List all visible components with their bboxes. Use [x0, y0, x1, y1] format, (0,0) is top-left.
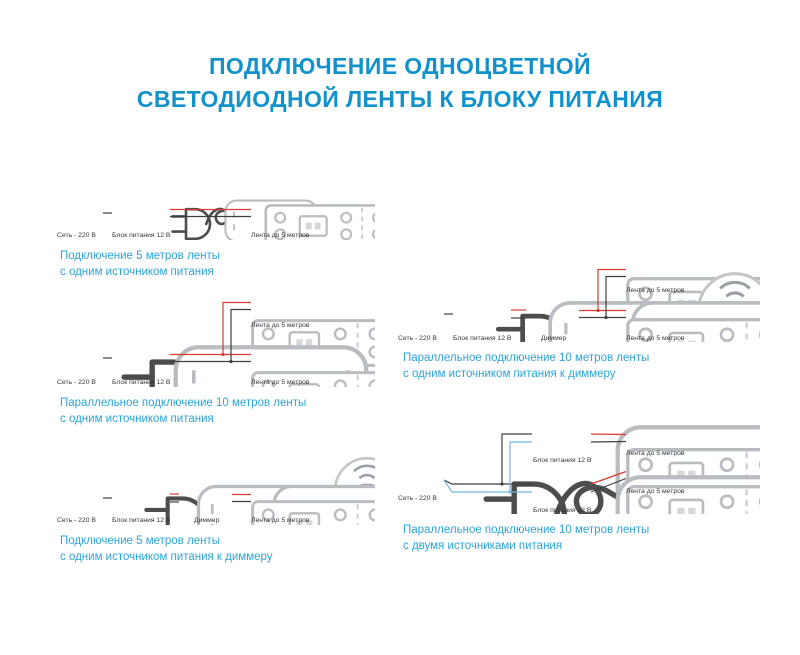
- diagram-caption: Параллельное подключение 10 метров ленты…: [403, 522, 760, 554]
- label-psu: Блок питания 12 В: [112, 232, 171, 239]
- label-psu: Блок питания 12 В: [533, 507, 592, 514]
- diagram-canvas: Сеть - 220 В Блок питания 12 В Диммер Ле…: [57, 455, 375, 525]
- label-mains: Сеть - 220 В: [57, 517, 96, 524]
- diagram-parallel-dimmer: Лента до 5 метров Сеть - 220 В Блок пита…: [398, 262, 760, 382]
- diagram-canvas: Лента до 5 метров Сеть - 220 В Блок пита…: [57, 301, 375, 387]
- label-psu: Блок питания 12 В: [453, 335, 512, 342]
- diagram-single-strip-dimmer: Сеть - 220 В Блок питания 12 В Диммер Ле…: [55, 455, 375, 565]
- caption-line1: Подключение 5 метров ленты: [60, 535, 220, 547]
- diagram-parallel-two-psu: Лента до 5 метров Блок питания 12 В Сеть…: [398, 422, 760, 554]
- dc-wires: [170, 301, 251, 364]
- label-mains: Сеть - 220 В: [57, 379, 96, 386]
- caption-line1: Параллельное подключение 10 метров ленты: [60, 397, 307, 409]
- label-strip: Лента до 5 метров: [251, 517, 310, 524]
- caption-line2: с одним источником питания: [60, 413, 214, 425]
- label-strip: Лента до 5 метров: [251, 379, 310, 386]
- caption-line1: Подключение 5 метров ленты: [60, 250, 220, 262]
- diagram-caption: Параллельное подключение 10 метров ленты…: [60, 395, 375, 427]
- diagram-caption: Подключение 5 метров ленты с одним источ…: [60, 533, 375, 565]
- label-strip: Лента до 5 метров: [626, 335, 685, 342]
- caption-line2: с двумя источниками питания: [403, 540, 563, 552]
- diagram-canvas: Лента до 5 метров Сеть - 220 В Блок пита…: [398, 268, 760, 342]
- page-title-line1: ПОДКЛЮЧЕНИЕ ОДНОЦВЕТНОЙ: [209, 53, 591, 79]
- caption-line2: с одним источником питания к диммеру: [60, 551, 273, 563]
- label-psu: Блок питания 12 В: [112, 517, 171, 524]
- caption-line2: с одним источником питания к диммеру: [403, 368, 616, 380]
- diagram-single-strip: Сеть - 220 В Блок питания 12 В Лента до …: [55, 196, 375, 280]
- diagram-canvas: Лента до 5 метров Блок питания 12 В Сеть…: [398, 422, 760, 514]
- caption-line2: с одним источником питания: [60, 266, 214, 278]
- dc-wires: [170, 208, 251, 218]
- label-strip: Лента до 5 метров: [626, 488, 685, 495]
- label-dimmer: Диммер: [541, 335, 567, 342]
- label-mains: Сеть - 220 В: [398, 495, 437, 502]
- diagram-canvas: Сеть - 220 В Блок питания 12 В Лента до …: [57, 196, 375, 240]
- label-strip: Лента до 5 метров: [626, 287, 685, 294]
- caption-line1: Параллельное подключение 10 метров ленты: [403, 352, 650, 364]
- label-mains: Сеть - 220 В: [57, 232, 96, 239]
- label-strip: Лента до 5 метров: [251, 232, 310, 239]
- dc-wires: [511, 268, 626, 320]
- label-psu: Блок питания 12 В: [112, 379, 171, 386]
- page-title-line2: СВЕТОДИОДНОЙ ЛЕНТЫ К БЛОКУ ПИТАНИЯ: [136, 86, 664, 112]
- label-dimmer: Диммер: [194, 517, 220, 524]
- label-strip: Лента до 5 метров: [251, 322, 310, 329]
- label-psu: Блок питания 12 В: [533, 457, 592, 464]
- diagram-caption: Параллельное подключение 10 метров ленты…: [403, 350, 760, 382]
- caption-line1: Параллельное подключение 10 метров ленты: [403, 524, 650, 536]
- label-strip: Лента до 5 метров: [626, 450, 685, 457]
- diagram-parallel-one-psu: Лента до 5 метров Сеть - 220 В Блок пита…: [55, 295, 375, 427]
- dc-wires-top: [590, 433, 627, 443]
- label-mains: Сеть - 220 В: [398, 335, 437, 342]
- diagram-caption: Подключение 5 метров ленты с одним источ…: [60, 248, 375, 280]
- page-title: ПОДКЛЮЧЕНИЕ ОДНОЦВЕТНОЙ СВЕТОДИОДНОЙ ЛЕН…: [0, 50, 800, 116]
- mains-wires: [443, 433, 532, 494]
- dc-wires-bottom: [590, 470, 627, 493]
- dc-wires: [170, 493, 251, 503]
